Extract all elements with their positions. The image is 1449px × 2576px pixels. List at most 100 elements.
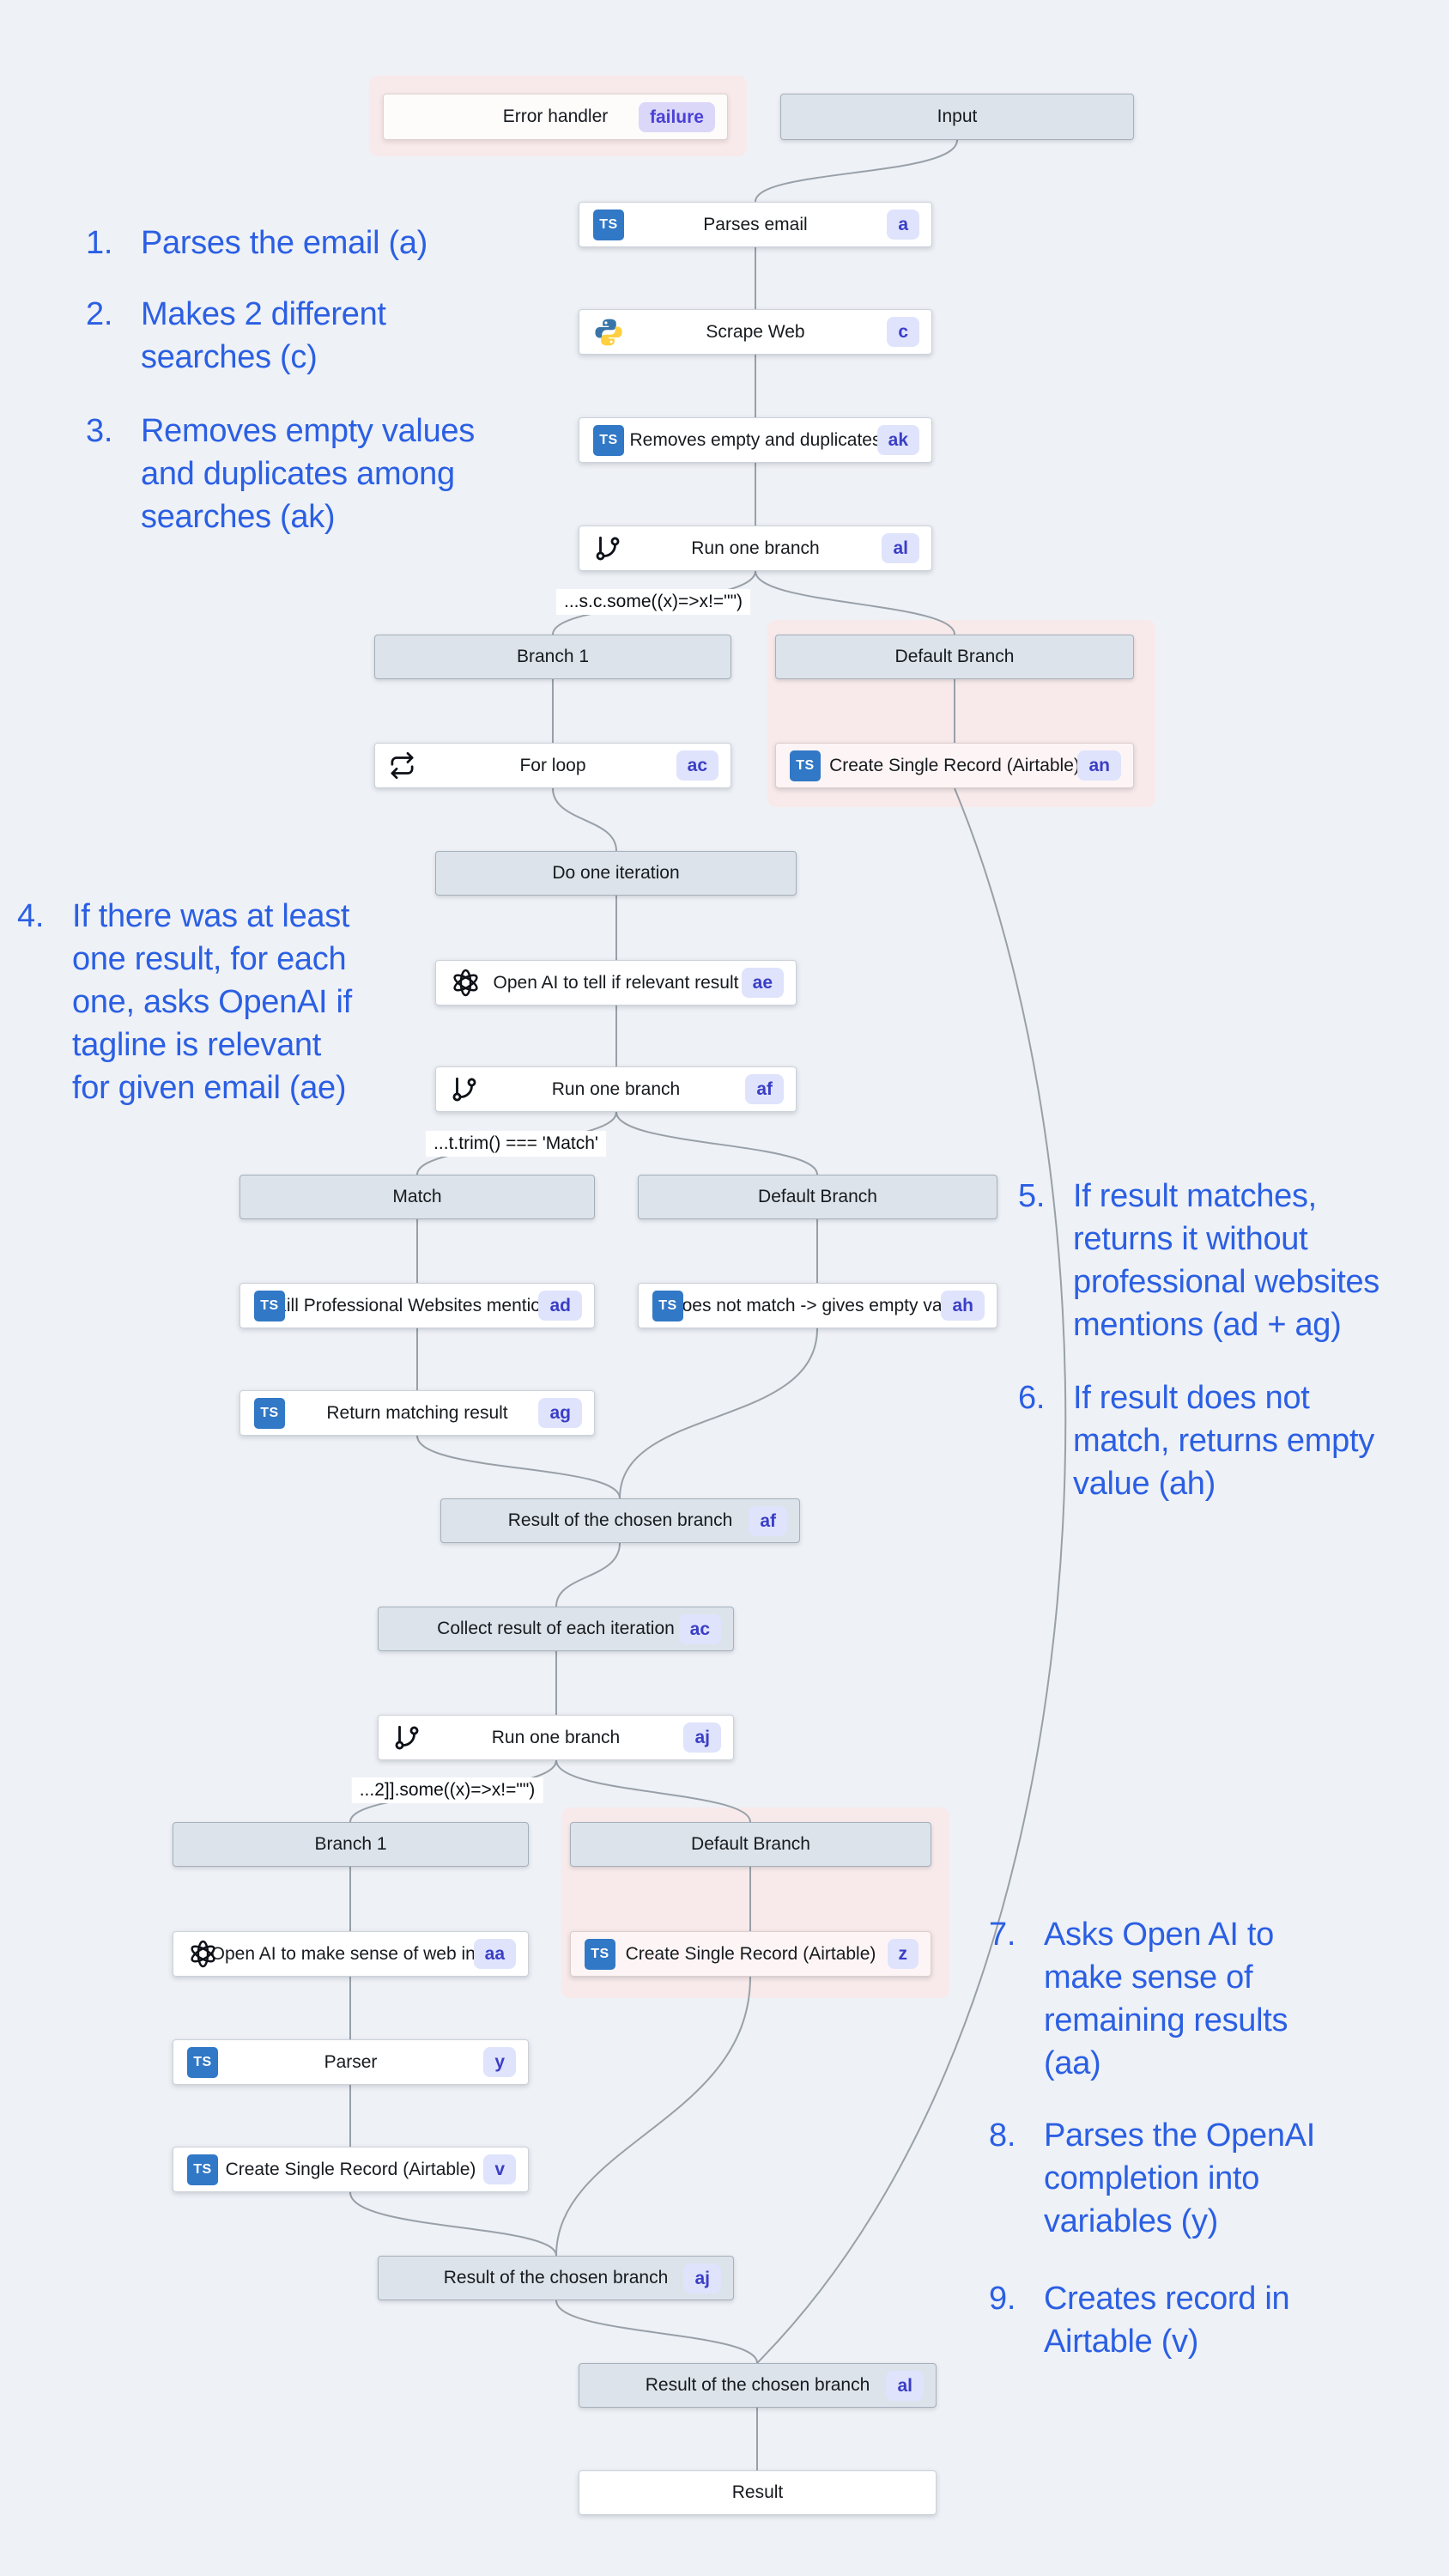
edge-connector: [555, 1759, 751, 1823]
node-default-branch-3[interactable]: Default Branch: [570, 1822, 931, 1867]
node-label: Run one branch: [691, 538, 820, 558]
annotation-text: Creates record in Airtable (v): [1044, 2281, 1290, 2360]
annotation-number: 5.: [1018, 1178, 1046, 1214]
edge-connector: [349, 2191, 557, 2257]
annotation-number: 4.: [17, 898, 45, 934]
branch-icon: [593, 534, 622, 563]
edge-connector: [555, 1542, 621, 1607]
node-default-branch-1[interactable]: Default Branch: [775, 635, 1134, 679]
edge-connector: [755, 570, 955, 635]
node-badge-ah: ah: [941, 1291, 985, 1321]
node-label: Match: [392, 1187, 442, 1206]
annotation-text: Parses the OpenAI completion into variab…: [1044, 2117, 1315, 2239]
openai-icon: [187, 1938, 219, 1970]
node-label: Parses email: [703, 214, 808, 234]
node-badge-ac: ac: [678, 1613, 721, 1644]
node-result-chosen-al[interactable]: Result of the chosen branch al: [579, 2363, 937, 2408]
node-label: Create Single Record (Airtable): [829, 755, 1080, 775]
annotation-number: 6.: [1018, 1380, 1046, 1416]
node-label: For loop: [519, 755, 586, 775]
edge-connector: [615, 1111, 818, 1176]
node-do-one-iteration[interactable]: Do one iteration: [435, 851, 797, 896]
ts-icon: TS: [790, 750, 821, 781]
loop-icon: [389, 752, 415, 779]
node-match[interactable]: Match: [239, 1175, 595, 1219]
node-badge-aa: aa: [473, 1939, 516, 1969]
branch-condition-label: ...t.trim() === 'Match': [426, 1131, 606, 1157]
annotation-number: 9.: [989, 2281, 1016, 2317]
node-label: Do one iteration: [552, 863, 680, 883]
edge-connector: [552, 787, 617, 852]
typescript-logo: TS: [593, 209, 624, 240]
node-badge-al: al: [886, 2370, 924, 2401]
ts-icon: TS: [254, 1397, 285, 1429]
ts-icon: TS: [593, 424, 624, 456]
ts-icon: TS: [187, 2046, 218, 2078]
annotation-text: If there was at least one result, for ea…: [72, 898, 352, 1106]
annotation-6: 6.If result does not match, returns empt…: [1018, 1376, 1374, 1505]
annotation-2: 2.Makes 2 different searches (c): [86, 293, 386, 379]
branch-condition-label: ...s.c.some((x)=>x!=""): [555, 589, 751, 615]
annotation-text: Removes empty values and duplicates amon…: [141, 413, 475, 535]
node-label: Branch 1: [516, 647, 590, 666]
ts-icon: TS: [254, 1290, 285, 1321]
node-label: Collect result of each iteration: [437, 1619, 675, 1638]
annotation-7: 7.Asks Open AI to make sense of remainin…: [989, 1913, 1288, 2085]
annotation-5: 5.If result matches, returns it without …: [1018, 1175, 1379, 1346]
node-label: Removes empty and duplicates: [629, 429, 882, 450]
typescript-logo: TS: [254, 1290, 285, 1321]
node-label: Parser: [324, 2051, 378, 2072]
annotation-number: 3.: [86, 413, 113, 449]
node-branch-1[interactable]: Branch 1: [374, 635, 731, 679]
node-label: Open AI to tell if relevant result: [493, 972, 739, 993]
node-label: Result of the chosen branch: [645, 2375, 870, 2395]
node-badge-ae: ae: [741, 968, 784, 998]
openai-icon: [450, 967, 482, 999]
annotation-text: Parses the email (a): [141, 225, 428, 261]
node-label: Result of the chosen branch: [443, 2268, 669, 2287]
annotation-8: 8. Parses the OpenAI completion into vari…: [989, 2114, 1315, 2243]
edge-connector: [416, 1435, 621, 1499]
node-branch-1b[interactable]: Branch 1: [173, 1822, 529, 1867]
node-label: Default Branch: [758, 1187, 877, 1206]
node-badge-c: c: [887, 317, 919, 347]
node-input[interactable]: Input: [780, 94, 1134, 140]
node-default-branch-2[interactable]: Default Branch: [638, 1175, 997, 1219]
annotation-number: 2.: [86, 296, 113, 332]
node-label: Create Single Record (Airtable): [225, 2159, 476, 2179]
node-badge-aj: aj: [683, 1722, 721, 1753]
typescript-logo: TS: [652, 1290, 683, 1321]
annotation-text: Asks Open AI to make sense of remaining …: [1044, 1917, 1288, 2081]
node-label: Input: [937, 106, 978, 126]
annotation-number: 1.: [86, 225, 113, 261]
python-logo: [595, 319, 622, 345]
node-badge-a: a: [887, 210, 919, 240]
node-parses-email[interactable]: TS Parses email a: [579, 202, 932, 247]
node-badge-failure: failure: [638, 101, 715, 132]
node-label: Does not match -> gives empty value: [669, 1295, 967, 1315]
node-result[interactable]: Result: [579, 2470, 937, 2515]
edge-connector: [555, 2300, 758, 2364]
annotation-3: 3. Removes empty values and duplicates am…: [86, 410, 475, 538]
annotation-number: 8.: [989, 2117, 1016, 2154]
